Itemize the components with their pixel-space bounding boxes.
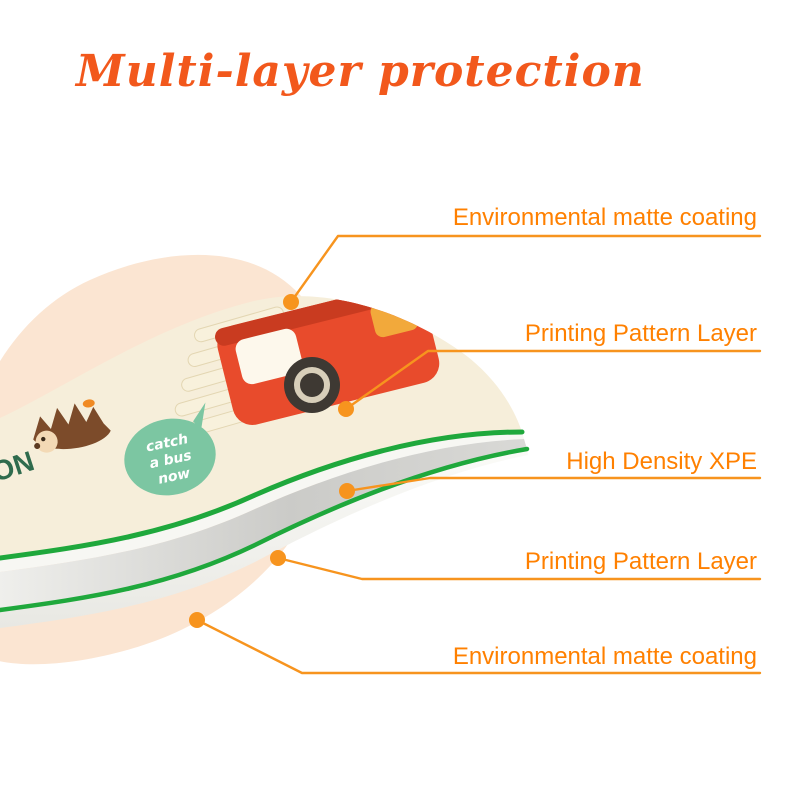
speech-bubble-body — [124, 418, 216, 496]
hedgehog-illustration — [33, 399, 111, 453]
callout-label-top-coating: Environmental matte coating — [452, 204, 757, 231]
callout-dot — [270, 550, 286, 566]
lower-green-edge — [0, 446, 530, 613]
callout-dot — [338, 401, 354, 417]
xpe-foam-layer — [0, 439, 527, 610]
speech-bubble-line: now — [157, 465, 192, 487]
hedgehog-nose — [34, 443, 41, 450]
speech-bubble: catch a bus now — [124, 402, 216, 496]
callout-line — [345, 476, 762, 493]
speech-bubble-tail — [193, 402, 206, 430]
callout-line — [276, 556, 762, 581]
bus-wheel-rim-icon — [294, 367, 330, 403]
orange-leaf-icon — [82, 399, 95, 408]
hedgehog-eye — [41, 436, 46, 442]
callout-label-bottom-coating: Environmental matte coating — [452, 643, 757, 670]
callout-dot — [189, 612, 205, 628]
callout-line — [195, 618, 762, 675]
callout-dot — [283, 294, 299, 310]
callout-line — [344, 349, 762, 411]
callout-line — [289, 234, 762, 304]
callout-dot — [339, 483, 355, 499]
hedgehog-face — [35, 430, 58, 453]
callout-label-bottom-print: Printing Pattern Layer — [524, 548, 757, 575]
callout-label-top-print: Printing Pattern Layer — [524, 320, 757, 347]
upper-green-edge — [0, 429, 525, 561]
page-title: Multi-layer protection — [76, 46, 645, 97]
callout-label-xpe-core: High Density XPE — [566, 448, 757, 475]
callout-leaders — [189, 234, 762, 675]
bus-window — [235, 328, 303, 385]
bus-wheel-icon — [284, 357, 340, 413]
bottom-print-layer — [0, 449, 528, 628]
